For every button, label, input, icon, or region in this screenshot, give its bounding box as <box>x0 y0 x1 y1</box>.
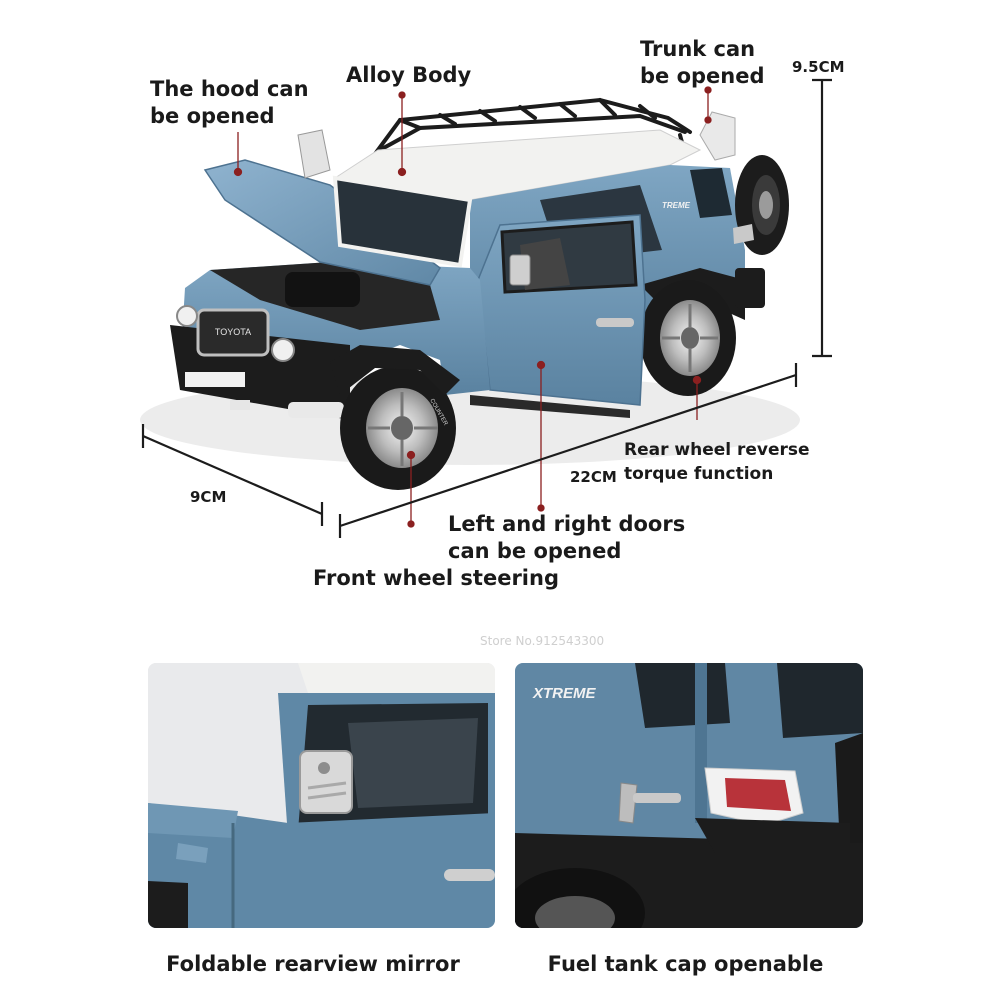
fuel-cap-handle <box>618 782 638 824</box>
trunk-label: Trunk can be opened <box>640 36 765 90</box>
mirror-detail-illustration <box>148 663 495 928</box>
front-fender-flare <box>330 345 460 395</box>
rear-wheel-label-line1: Rear wheel reverse <box>624 440 810 460</box>
front-left-door <box>297 129 331 179</box>
windshield <box>332 175 473 268</box>
doors-label-line2: can be opened <box>448 539 622 563</box>
front-wheel-label: Front wheel steering <box>313 566 559 590</box>
side-badge: TREME <box>662 201 691 210</box>
fuel-cap-detail-photo: XTREME <box>515 663 863 928</box>
door-handle <box>596 318 634 327</box>
rear-window <box>690 168 732 218</box>
length-dimension: 22CM <box>570 468 617 486</box>
dimension-lines <box>141 78 832 538</box>
fog-light <box>288 402 344 418</box>
width-dimension: 9CM <box>190 488 227 506</box>
headlight-right <box>271 338 295 362</box>
tail-light <box>733 224 754 244</box>
doors-label-line1: Left and right doors <box>448 512 686 536</box>
license-plate <box>185 372 245 387</box>
bumper-stripe <box>230 400 250 410</box>
car-illustration: TREME TOYOTA <box>140 78 832 538</box>
alloy-body-label: Alloy Body <box>346 63 472 87</box>
doors-label: Left and right doors can be opened <box>448 511 685 565</box>
mirror-caption: Foldable rearview mirror <box>166 952 460 976</box>
store-watermark: Store No.912543300 <box>480 634 605 648</box>
trunk-flap <box>699 111 736 161</box>
fuel-cap-caption: Fuel tank cap openable <box>547 952 824 976</box>
front-wheel: COUNTER <box>340 366 456 490</box>
rear-wheel-label-line2: torque function <box>624 464 774 484</box>
trunk-label-line2: be opened <box>640 64 765 88</box>
door-handle-detail <box>444 869 495 881</box>
headlight-left <box>176 305 198 327</box>
rear-wheel <box>640 280 736 396</box>
fuel-cap-detail-illustration: XTREME <box>515 663 863 928</box>
markers <box>233 86 712 528</box>
rear-wheel-label: Rear wheel reverse torque function <box>624 438 810 486</box>
hood-label: The hood can be opened <box>150 76 309 130</box>
engine-cover <box>285 272 360 307</box>
height-dimension: 9.5CM <box>792 58 845 76</box>
side-step <box>470 395 630 418</box>
brand-badge: TOYOTA <box>215 327 251 337</box>
hood-label-line1: The hood can <box>150 77 309 101</box>
hood-label-line2: be opened <box>150 104 275 128</box>
seat <box>520 238 570 290</box>
side-mirror <box>509 254 531 286</box>
rear-bumper <box>735 268 765 308</box>
trunk-label-line1: Trunk can <box>640 37 756 61</box>
xtreme-badge: XTREME <box>532 685 597 702</box>
mirror-detail-photo <box>148 663 495 928</box>
grille <box>196 308 270 357</box>
